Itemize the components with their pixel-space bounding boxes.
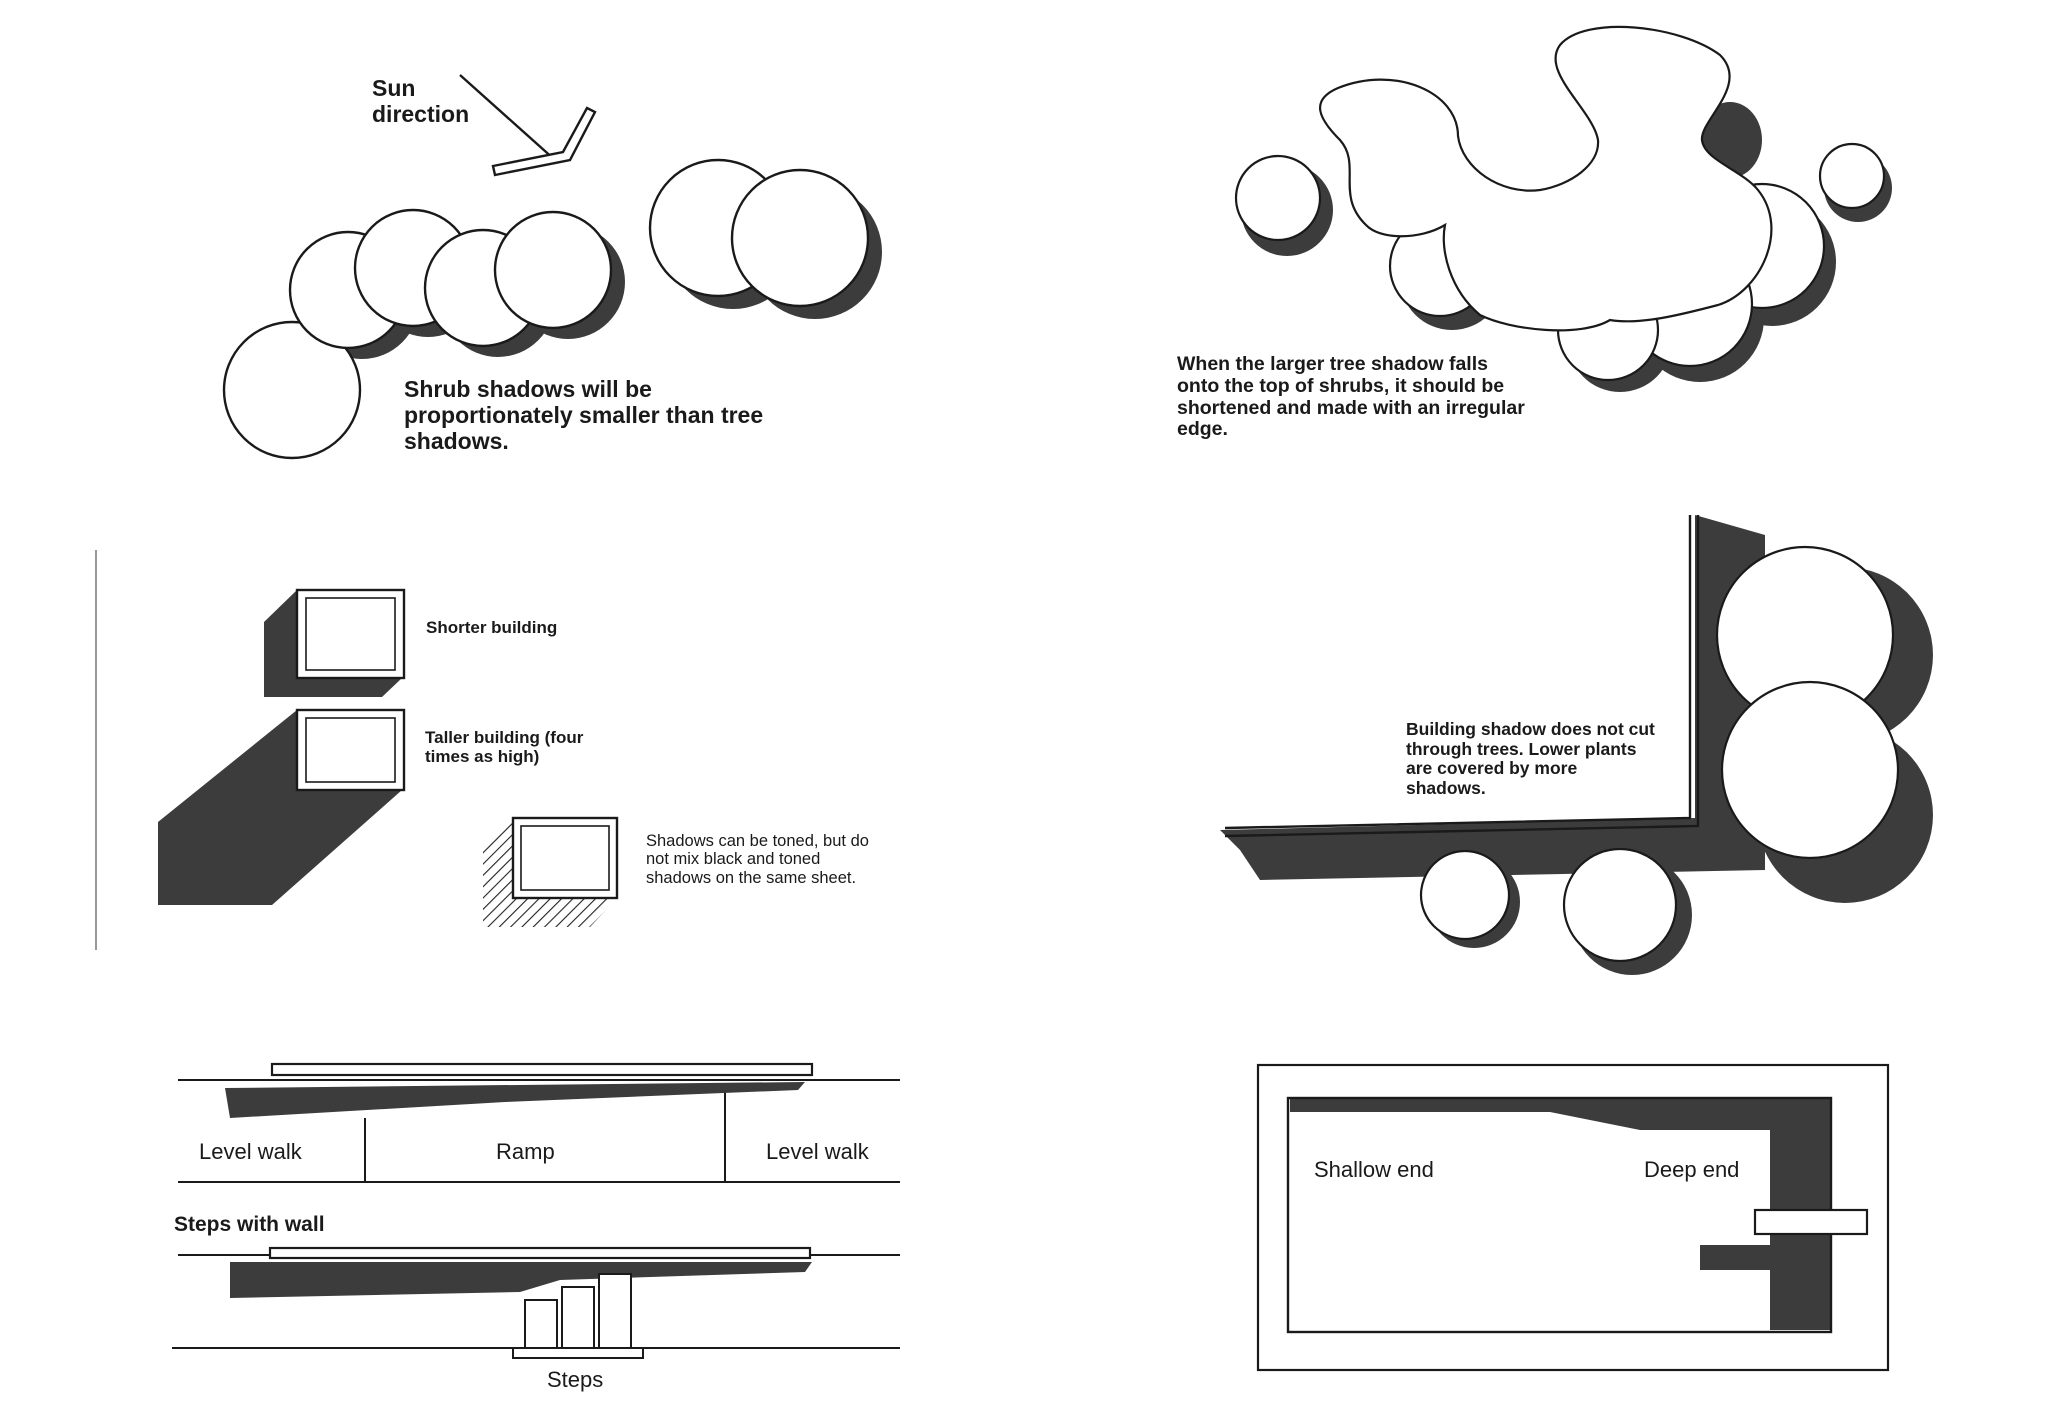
ramp-label: Ramp: [496, 1139, 555, 1164]
tree-over-shrubs-panel: [1234, 25, 1892, 392]
pool-panel: [1256, 1063, 1890, 1372]
building-l-walls: [1224, 515, 1700, 838]
shallow-end-label: Shallow end: [1314, 1157, 1434, 1182]
building-shadow-panel: [158, 588, 619, 927]
tree-shadow-caption: When the larger tree shadow falls onto t…: [1177, 353, 1525, 441]
ramp-wall: [270, 1062, 814, 1077]
toned-building-shadow: [483, 818, 617, 927]
building-l-shadow: [1220, 515, 1765, 880]
large-tree-canopy: [1319, 25, 1773, 332]
pool-deck-outline: [1256, 1063, 1890, 1372]
pool-edge: [1286, 1096, 1833, 1334]
steps-with-wall-heading: Steps with wall: [174, 1213, 325, 1236]
diving-board: [1753, 1208, 1869, 1236]
taller-building-label: Taller building (four times as high): [425, 728, 584, 767]
ramp-wall-shadow: [225, 1082, 805, 1118]
shrub-shadow-panel: [222, 74, 882, 460]
steps-label: Steps: [547, 1367, 604, 1392]
walk-edge-lines: [172, 1079, 900, 1349]
toned-shadow-note: Shadows can be toned, but do not mix bla…: [646, 832, 869, 887]
toned-building: [511, 816, 619, 900]
sun-direction-arrow: [459, 74, 597, 177]
taller-building-shadow: [158, 710, 402, 905]
building-trees-panel: [1220, 515, 1933, 975]
shorter-building: [295, 588, 406, 680]
steps-wall-shadow: [230, 1262, 812, 1298]
shrub-caption: Shrub shadows will be proportionately sm…: [404, 376, 764, 454]
wall-shadow-panel: [172, 1062, 900, 1359]
shorter-building-shadow: [264, 590, 402, 697]
level-walk-right-label: Level walk: [766, 1139, 869, 1164]
steps-drawing: [512, 1273, 644, 1359]
level-walk-left-label: Level walk: [199, 1139, 302, 1164]
taller-building: [295, 708, 406, 792]
shorter-building-label: Shorter building: [426, 618, 558, 637]
shrubs: [222, 158, 870, 460]
building-trees: [1419, 545, 1900, 963]
deep-end-label: Deep end: [1644, 1157, 1740, 1182]
steps-wall: [268, 1246, 812, 1260]
sun-direction-label: Sun direction: [372, 75, 470, 127]
pool-shadow: [1290, 1098, 1830, 1330]
building-trees-caption: Building shadow does not cut through tre…: [1406, 719, 1655, 798]
